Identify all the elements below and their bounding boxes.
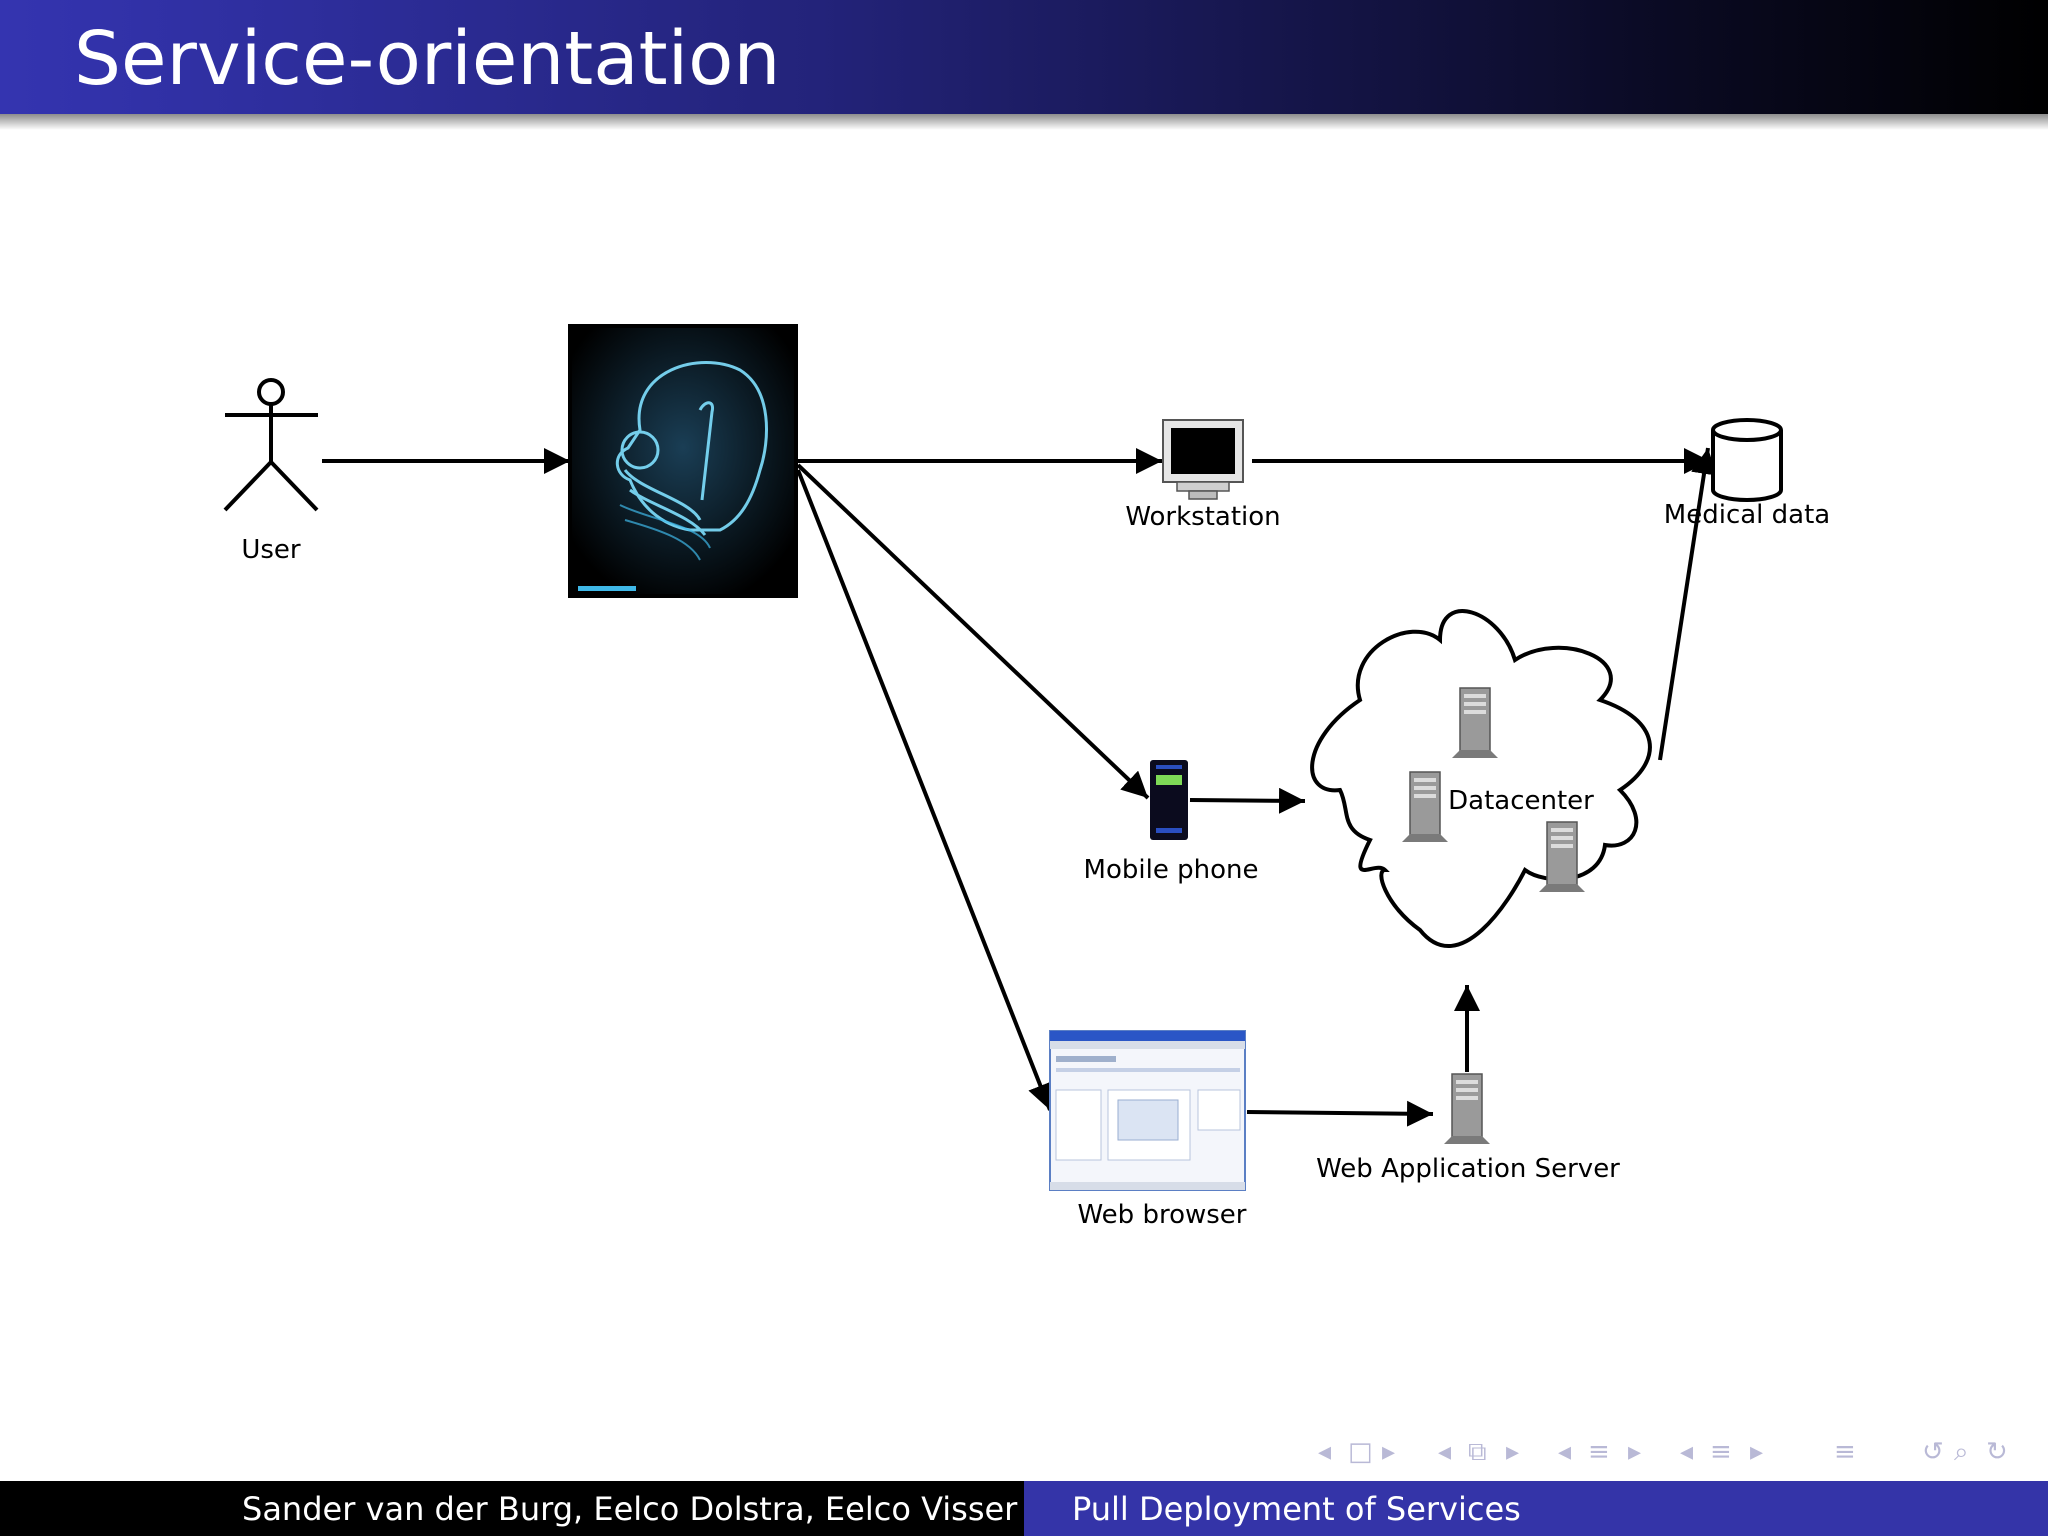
database-icon bbox=[1711, 418, 1783, 502]
nav-next-section-icon[interactable]: ▸ bbox=[1628, 1437, 1642, 1467]
nav-forward-icon[interactable]: ↻ bbox=[1986, 1437, 2008, 1467]
datacenter-label: Datacenter bbox=[1448, 786, 1594, 816]
nav-next-subsection-icon[interactable]: ▸ bbox=[1506, 1437, 1520, 1467]
workstation-icon bbox=[1162, 419, 1244, 500]
web-browser-icon bbox=[1049, 1030, 1246, 1191]
edge-browser-to-web-app-server bbox=[1246, 1100, 1434, 1127]
title-bar: Service-orientation bbox=[0, 0, 2048, 114]
server-icon bbox=[1402, 771, 1448, 842]
workstation-label: Workstation bbox=[1125, 502, 1280, 532]
web-app-server-icon bbox=[1444, 1073, 1490, 1144]
nav-back-icon[interactable]: ↺ bbox=[1922, 1437, 1944, 1467]
footer-talk-title: Pull Deployment of Services bbox=[1072, 1490, 1521, 1528]
nav-search-icon[interactable]: ⌕ bbox=[1954, 1437, 1969, 1467]
title-shadow bbox=[0, 114, 2048, 130]
nav-section-icon[interactable]: ≡ bbox=[1588, 1437, 1610, 1467]
mobile-phone-label: Mobile phone bbox=[1084, 855, 1259, 885]
edge-datacenter-to-medical-data bbox=[1658, 447, 1717, 761]
nav-next-frame-icon[interactable]: ▸ bbox=[1382, 1437, 1396, 1467]
datacenter-server-icons bbox=[1402, 687, 1585, 892]
nav-outline-icon[interactable]: ≡ bbox=[1710, 1437, 1732, 1467]
nav-prev-section-icon[interactable]: ◂ bbox=[1558, 1437, 1572, 1467]
nav-prev-outline-icon[interactable]: ◂ bbox=[1680, 1437, 1694, 1467]
nav-prev-frame-icon[interactable]: ◂ bbox=[1318, 1437, 1332, 1467]
nav-menu-icon[interactable]: ≡ bbox=[1834, 1437, 1856, 1467]
web-browser-label: Web browser bbox=[1078, 1200, 1247, 1230]
user-label: User bbox=[241, 535, 301, 565]
nav-subsection-icon[interactable]: ⧉ bbox=[1468, 1437, 1487, 1467]
footer: Sander van der Burg, Eelco Dolstra, Eelc… bbox=[0, 1481, 2048, 1536]
cloud-icon bbox=[1310, 609, 1652, 948]
user-actor-icon bbox=[223, 378, 319, 512]
web-app-server-label: Web Application Server bbox=[1316, 1154, 1620, 1184]
server-icon bbox=[1452, 687, 1498, 758]
footer-authors: Sander van der Burg, Eelco Dolstra, Eelc… bbox=[242, 1490, 1018, 1528]
slide-title: Service-orientation bbox=[74, 16, 781, 102]
mobile-phone-icon bbox=[1150, 760, 1188, 840]
edge-mobile-to-datacenter bbox=[1189, 787, 1306, 814]
nav-frame-icon[interactable]: □ bbox=[1348, 1437, 1373, 1467]
edge-image-to-mobile-phone bbox=[796, 463, 1150, 800]
footer-authors-panel: Sander van der Burg, Eelco Dolstra, Eelc… bbox=[0, 1481, 1024, 1536]
xray-image bbox=[568, 324, 798, 598]
footer-title-panel: Pull Deployment of Services bbox=[1024, 1481, 2048, 1536]
edges bbox=[322, 447, 1717, 1127]
navigation-bar: ◂ □ ▸ ◂ ⧉ ▸ ◂ ≡ ▸ ◂ ≡ ▸ ≡ ↺ ⌕ ↻ bbox=[1310, 1432, 2030, 1472]
edge-image-to-web-browser bbox=[796, 469, 1053, 1111]
nav-prev-subsection-icon[interactable]: ◂ bbox=[1438, 1437, 1452, 1467]
medical-data-label: Medical data bbox=[1664, 500, 1830, 530]
nav-next-outline-icon[interactable]: ▸ bbox=[1750, 1437, 1764, 1467]
server-icon bbox=[1539, 821, 1585, 892]
